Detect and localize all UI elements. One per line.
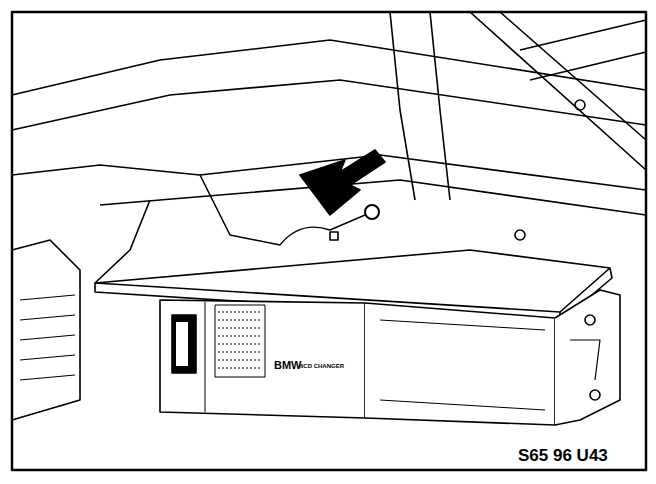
bolt [575, 100, 585, 110]
bracket [95, 200, 150, 283]
grille-dots [218, 312, 262, 368]
pointer-arrow [300, 150, 385, 215]
wire [280, 215, 365, 245]
changer-body [365, 303, 555, 425]
body-line [380, 320, 545, 410]
strut [390, 12, 415, 200]
strut [470, 12, 646, 170]
side-part [12, 240, 80, 420]
cross-member [100, 180, 646, 215]
strut [500, 12, 646, 140]
bolt [585, 315, 595, 325]
clip [330, 232, 338, 240]
reference-code: S65 96 U43 [516, 446, 610, 465]
model-text: 6CD CHANGER [300, 363, 344, 369]
slot-window [176, 322, 188, 366]
side-bracket [555, 290, 620, 425]
strut [430, 12, 450, 200]
beam [12, 40, 646, 95]
bolt [590, 390, 600, 400]
ribs [20, 295, 75, 380]
rod [520, 20, 646, 80]
brand-text: BMW [274, 360, 302, 371]
bracket [200, 175, 280, 245]
eject-slot [172, 315, 196, 373]
seam [205, 302, 206, 412]
beam [12, 80, 646, 130]
changer-front [160, 300, 365, 418]
frame [12, 12, 646, 470]
bolt [515, 230, 525, 240]
connector [365, 205, 379, 219]
grille [215, 305, 265, 377]
bracket-tab [570, 340, 600, 380]
